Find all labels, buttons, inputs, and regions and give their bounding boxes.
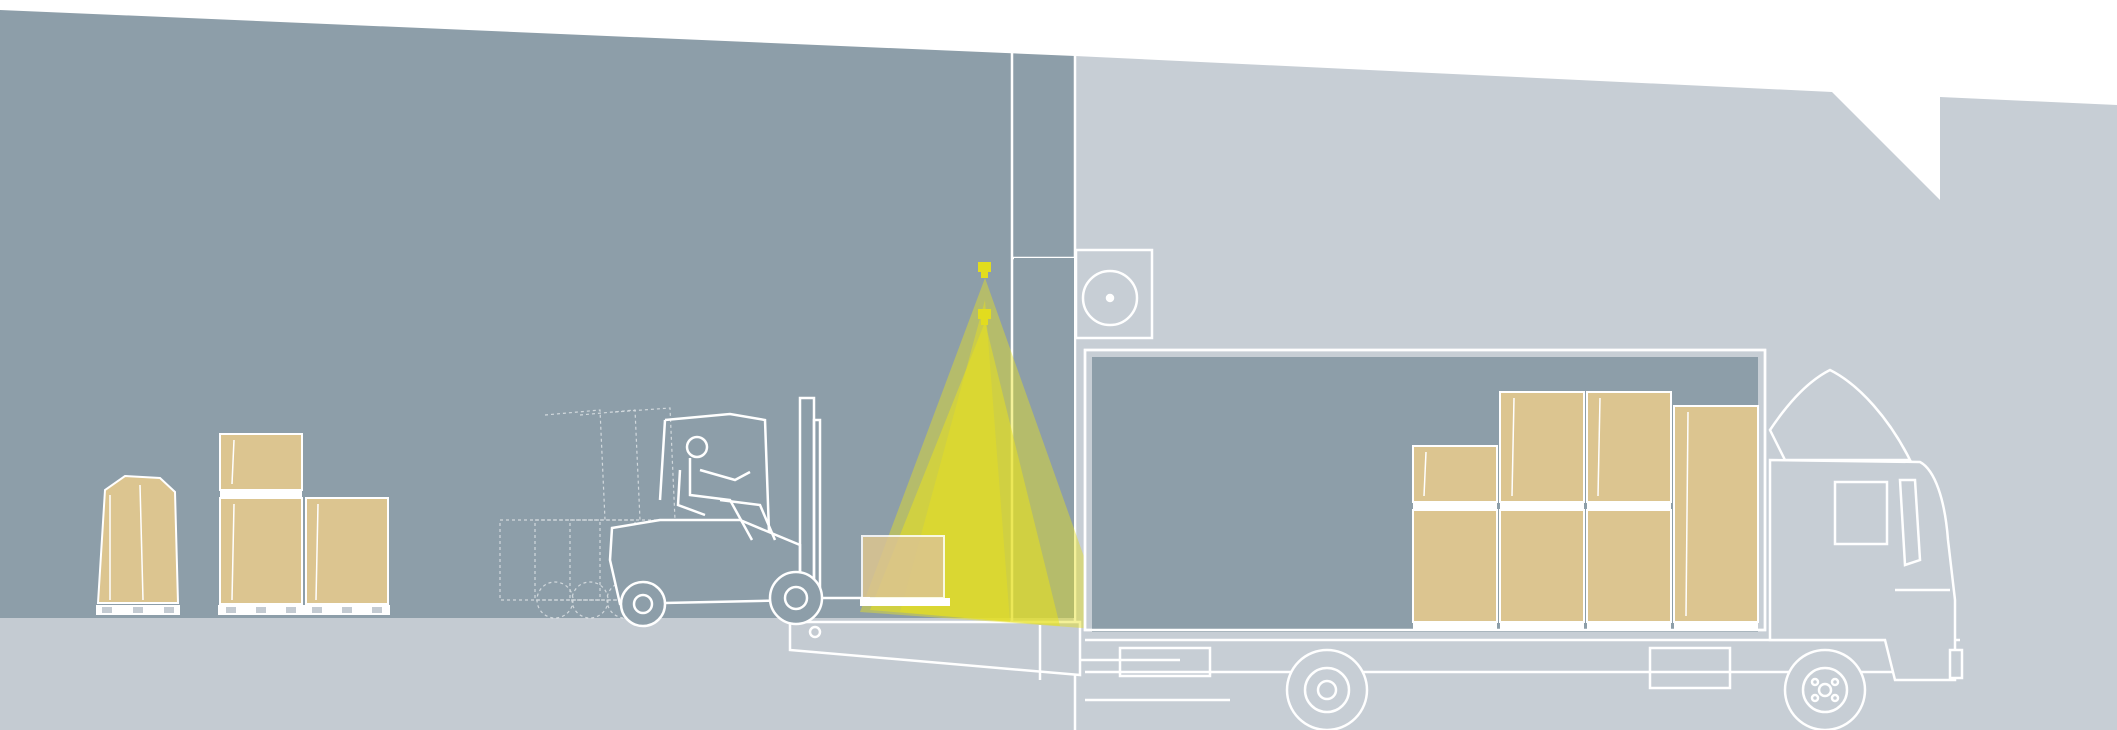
- truck-icon: [1085, 350, 1962, 730]
- forklift-load: [860, 536, 950, 606]
- pallet-icon: [96, 476, 180, 615]
- pallet-icon: [218, 434, 304, 615]
- pallet-icon: [304, 498, 390, 615]
